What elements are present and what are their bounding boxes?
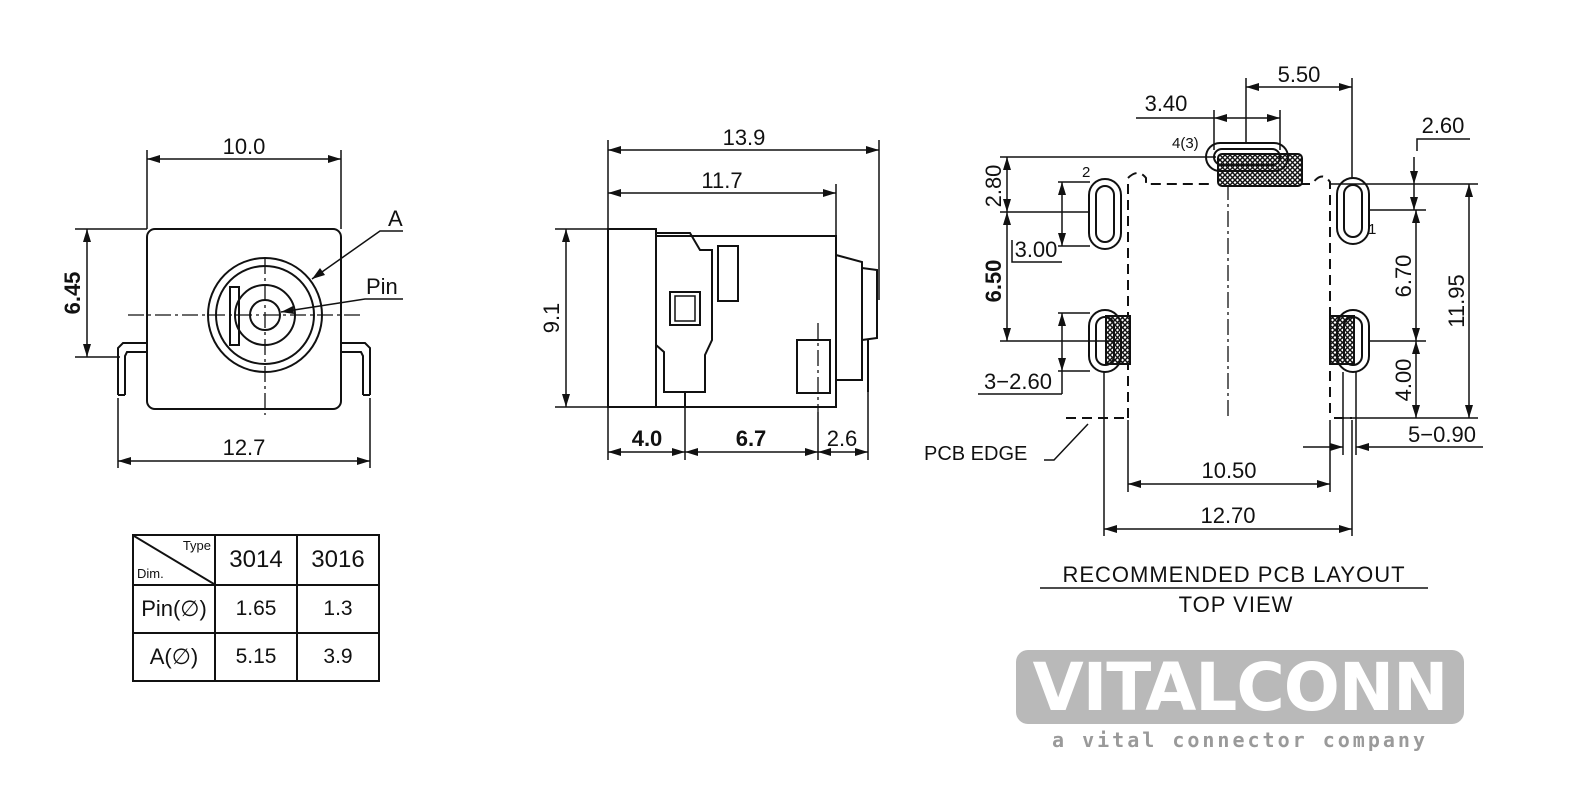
pcb-subcaption: TOP VIEW — [1179, 592, 1294, 617]
table-cell: 1.3 — [296, 584, 380, 634]
pcb-5-0-90-text: 5−0.90 — [1408, 422, 1476, 447]
pcb-caption: RECOMMENDED PCB LAYOUT — [1062, 562, 1405, 587]
label-a: A — [388, 206, 403, 231]
pad-right-bottom — [1336, 309, 1370, 373]
table-row-label-a: A(∅) — [132, 632, 216, 682]
pcb-2-60-text: 2.60 — [1422, 113, 1465, 138]
label-pin: Pin — [366, 274, 398, 299]
corner-diagonal — [134, 536, 214, 584]
pcb-layout: 4(3) 2 1 5.50 3.40 2.60 2.80 3.00 — [924, 62, 1483, 617]
corner-dim-label: Dim. — [137, 566, 164, 581]
pad-4-label: 4(3) — [1172, 135, 1199, 152]
side-body-length-text: 11.7 — [701, 168, 742, 193]
side-seg-2-text: 6.7 — [736, 426, 767, 451]
table-row: A(∅) 5.15 3.9 — [132, 632, 380, 682]
pcb-3-40-text: 3.40 — [1145, 91, 1188, 116]
corner-type-label: Type — [182, 538, 211, 553]
table-row: Pin(∅) 1.65 1.3 — [132, 584, 380, 634]
side-view: 13.9 11.7 9.1 4.0 6.7 2.6 — [539, 125, 880, 460]
pcb-edge-label: PCB EDGE — [924, 443, 1027, 465]
side-seg-1-text: 4.0 — [632, 426, 663, 451]
table-corner-cell: Type Dim. — [132, 534, 216, 586]
pad-2 — [1088, 178, 1122, 250]
pcb-3-2-60-text: 3−2.60 — [984, 369, 1052, 394]
pcb-11-95-text: 11.95 — [1444, 274, 1469, 327]
pcb-2-80-text: 2.80 — [981, 165, 1006, 208]
pcb-4-00-text: 4.00 — [1391, 359, 1416, 402]
side-front-flange — [607, 228, 657, 408]
table-header-row: Type Dim. 3014 3016 — [132, 534, 380, 586]
pad-1 — [1336, 177, 1370, 245]
side-window — [669, 291, 701, 326]
table-header-3016: 3016 — [296, 534, 380, 586]
logo-tagline: a vital connector company — [1051, 728, 1429, 752]
table-cell: 3.9 — [296, 632, 380, 682]
pcb-6-70-text: 6.70 — [1391, 255, 1416, 298]
pcb-3-00-text: 3.00 — [1015, 237, 1058, 262]
pad-1-label: 1 — [1368, 221, 1376, 238]
vitalconn-logo: VITALCONN — [1016, 649, 1464, 726]
side-height-text: 9.1 — [539, 303, 564, 334]
pcb-5-50-text: 5.50 — [1278, 62, 1321, 87]
pcb-10-50-text: 10.50 — [1201, 458, 1256, 483]
pcb-12-70-text: 12.70 — [1200, 503, 1255, 528]
front-slot — [229, 286, 240, 346]
front-width-bottom-text: 12.7 — [223, 435, 266, 460]
pad-2-label: 2 — [1082, 164, 1090, 181]
pcb-6-50-text: 6.50 — [981, 260, 1006, 303]
logo-wordmark: VITALCONN — [1032, 649, 1449, 726]
table-cell: 1.65 — [214, 584, 298, 634]
front-view: 10.0 6.45 12.7 A Pin — [60, 134, 403, 468]
side-body — [655, 235, 837, 408]
dimension-table: Type Dim. 3014 3016 Pin(∅) 1.65 1.3 A(∅)… — [132, 534, 380, 682]
table-header-3014: 3014 — [214, 534, 298, 586]
front-body — [146, 228, 342, 410]
table-cell: 5.15 — [214, 632, 298, 682]
front-width-top-text: 10.0 — [223, 134, 266, 159]
side-seg-3-text: 2.6 — [827, 426, 858, 451]
side-overall-length-text: 13.9 — [723, 125, 766, 150]
front-height-text: 6.45 — [60, 272, 85, 315]
table-row-label-pin: Pin(∅) — [132, 584, 216, 634]
